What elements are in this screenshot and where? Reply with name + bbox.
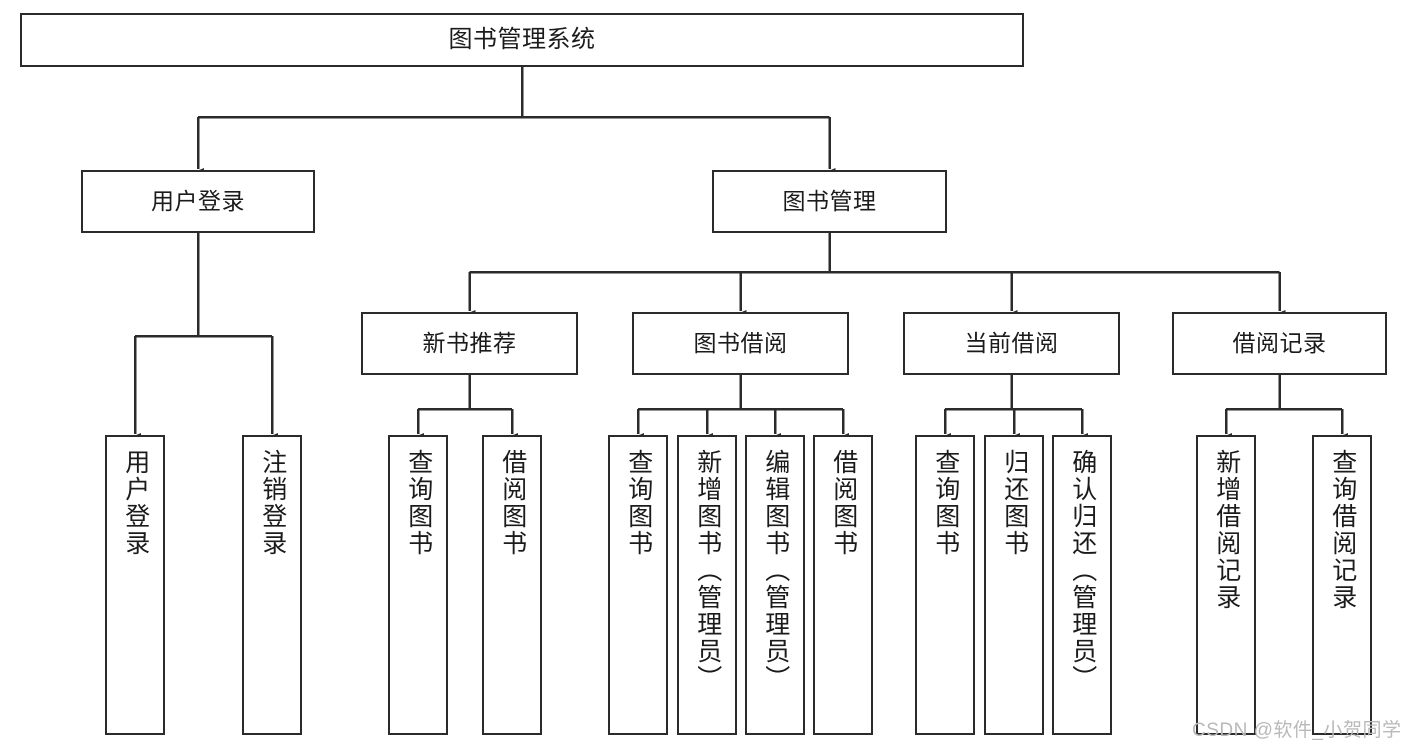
node-bookmgmt[interactable]: 图书管理 bbox=[712, 170, 947, 233]
node-label-bk-query: 查询图书 bbox=[624, 449, 653, 557]
watermark-text: CSDN @软件_小贺同学 bbox=[1192, 720, 1402, 741]
node-label-records: 借阅记录 bbox=[1232, 329, 1327, 356]
node-nb-borrow[interactable]: 借阅图书 bbox=[482, 435, 542, 735]
node-label-bookmgmt: 图书管理 bbox=[782, 187, 877, 214]
node-label-bk-add: 新增图书（管理员） bbox=[693, 449, 722, 692]
node-label-userlogin: 用户登录 bbox=[121, 449, 150, 557]
node-label-rec-query: 查询借阅记录 bbox=[1328, 449, 1357, 611]
node-label-logout: 注销登录 bbox=[258, 449, 287, 557]
node-nb-query[interactable]: 查询图书 bbox=[388, 435, 448, 735]
node-logout[interactable]: 注销登录 bbox=[242, 435, 302, 735]
node-label-current: 当前借阅 bbox=[964, 329, 1059, 356]
node-cur-return[interactable]: 归还图书 bbox=[984, 435, 1044, 735]
node-bk-edit[interactable]: 编辑图书（管理员） bbox=[745, 435, 805, 735]
node-rec-add[interactable]: 新增借阅记录 bbox=[1196, 435, 1256, 735]
node-cur-confirm[interactable]: 确认归还（管理员） bbox=[1052, 435, 1112, 735]
node-label-borrow: 图书借阅 bbox=[693, 329, 788, 356]
node-label-root: 图书管理系统 bbox=[448, 25, 596, 53]
node-label-login: 用户登录 bbox=[151, 187, 245, 214]
node-label-newbook: 新书推荐 bbox=[422, 329, 517, 356]
node-newbook[interactable]: 新书推荐 bbox=[361, 312, 578, 375]
node-rec-query[interactable]: 查询借阅记录 bbox=[1312, 435, 1372, 735]
node-userlogin[interactable]: 用户登录 bbox=[105, 435, 165, 735]
node-bk-add[interactable]: 新增图书（管理员） bbox=[677, 435, 737, 735]
node-root[interactable]: 图书管理系统 bbox=[20, 13, 1024, 67]
node-label-rec-add: 新增借阅记录 bbox=[1212, 449, 1241, 611]
node-label-nb-query: 查询图书 bbox=[404, 449, 433, 557]
node-label-cur-return: 归还图书 bbox=[1000, 449, 1029, 557]
node-label-bk-edit: 编辑图书（管理员） bbox=[761, 449, 790, 692]
node-bk-query[interactable]: 查询图书 bbox=[608, 435, 668, 735]
node-bk-borrow[interactable]: 借阅图书 bbox=[813, 435, 873, 735]
node-label-cur-query: 查询图书 bbox=[931, 449, 960, 557]
node-borrow[interactable]: 图书借阅 bbox=[632, 312, 849, 375]
node-login[interactable]: 用户登录 bbox=[81, 170, 315, 233]
node-label-bk-borrow: 借阅图书 bbox=[829, 449, 858, 557]
node-records[interactable]: 借阅记录 bbox=[1172, 312, 1387, 375]
node-current[interactable]: 当前借阅 bbox=[903, 312, 1120, 375]
node-label-cur-confirm: 确认归还（管理员） bbox=[1068, 449, 1097, 692]
node-label-nb-borrow: 借阅图书 bbox=[498, 449, 527, 557]
node-cur-query[interactable]: 查询图书 bbox=[915, 435, 975, 735]
